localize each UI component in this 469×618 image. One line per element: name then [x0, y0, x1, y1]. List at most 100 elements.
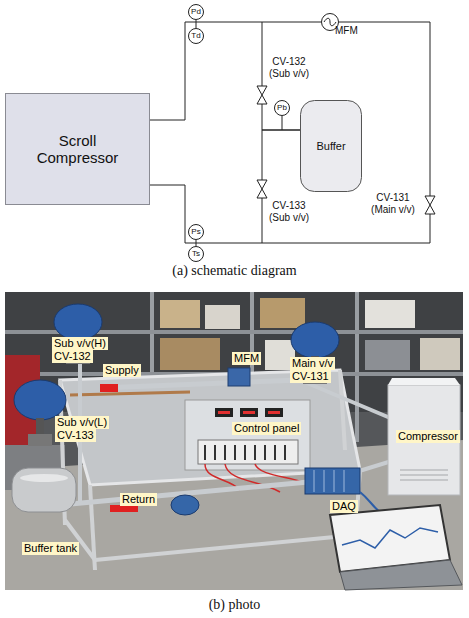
- display-digits: [218, 411, 230, 414]
- flow-meter: MFM: [321, 13, 339, 31]
- valve-symbol: CV-132 (Sub v/v): [257, 86, 267, 104]
- control-panel: [185, 400, 310, 470]
- photo-callout: CV-131: [290, 370, 331, 383]
- tank-highlight: [20, 474, 68, 482]
- figure-caption: (b) photo: [0, 596, 469, 614]
- node-label: Ts: [192, 249, 200, 259]
- compressor-box: Scroll Compressor: [5, 93, 150, 205]
- photo-callout: MFM: [232, 352, 261, 365]
- copper-pipe: [70, 392, 190, 395]
- circle-outline: [189, 5, 204, 20]
- buffer-tank: Buffer: [300, 100, 362, 192]
- supply-pipe: [300, 380, 395, 420]
- pipe-connector: [262, 104, 300, 130]
- photo-callout: Supply: [103, 364, 141, 377]
- sensor-stem: [196, 22, 197, 28]
- valve-triangle: [257, 189, 267, 198]
- sensor-stem: [196, 20, 197, 22]
- display: [265, 408, 283, 417]
- photo-callout: Control panel: [232, 422, 301, 435]
- compressor-unit: [388, 385, 460, 495]
- photo-callout: Main v/v: [290, 357, 335, 370]
- sensor-circle: Td: [188, 28, 204, 44]
- node-label: CV-132 (Sub v/v): [263, 56, 315, 80]
- sensor-circle: Ps: [188, 224, 204, 240]
- node-label: Pb: [277, 103, 287, 113]
- node-outline: [257, 180, 267, 198]
- supply-marker: [100, 384, 118, 392]
- return-filter: [171, 495, 199, 515]
- node-label: MFM: [335, 25, 375, 37]
- photo-callout: Return: [120, 493, 157, 506]
- photo-background: [5, 292, 463, 590]
- circle-outline: [189, 29, 204, 44]
- photo-callout: DAQ: [330, 500, 358, 513]
- sensor-stem: [196, 240, 197, 243]
- circle-outline: [275, 101, 290, 116]
- node-label: Buffer: [316, 140, 345, 153]
- display: [215, 408, 233, 417]
- cable: [360, 492, 380, 512]
- storage-box: [160, 338, 220, 370]
- supply-pipe: [100, 380, 300, 388]
- circle-outline: [189, 225, 204, 240]
- valve-triangle: [425, 205, 435, 214]
- sensor-circle: Pd: [188, 4, 204, 20]
- daq-slots: [314, 470, 344, 492]
- photo-callout: Sub v/v(L): [55, 416, 109, 429]
- storage-box: [365, 340, 410, 370]
- compressor-top: [388, 378, 460, 385]
- return-marker: [110, 505, 138, 512]
- pipe-connector: [262, 130, 300, 180]
- terminals: [205, 445, 285, 460]
- display-digits: [268, 411, 280, 414]
- valve-triangle: [257, 180, 267, 189]
- terminal-block: [198, 440, 298, 464]
- vent: [400, 470, 448, 480]
- valve-symbol: CV-133 (Sub v/v): [257, 180, 267, 198]
- pipe-connector: [150, 185, 430, 243]
- photo-callout: Sub v/v(H): [52, 337, 108, 350]
- display: [240, 408, 258, 417]
- meter-symbol: [324, 18, 336, 26]
- valve-triangle: [257, 95, 267, 104]
- storage-box: [420, 338, 460, 370]
- valve-body: [28, 434, 52, 446]
- photo-callout: CV-132: [52, 350, 93, 363]
- screen-graph: [342, 528, 438, 548]
- node-label: Ps: [191, 227, 200, 237]
- valve-actuator: [14, 380, 66, 420]
- valve-symbol: CV-131 (Main v/v): [425, 196, 435, 214]
- figure-caption: (a) schematic diagram: [0, 262, 469, 280]
- photo-callout: Compressor: [396, 430, 460, 443]
- node-label: Scroll Compressor: [32, 132, 124, 166]
- node-outline: [425, 196, 435, 214]
- frame-rail: [95, 535, 355, 560]
- shelf-post: [355, 292, 359, 442]
- node-label: Td: [191, 31, 200, 41]
- laptop-base: [340, 560, 462, 590]
- storage-box: [160, 300, 200, 328]
- node-outline: [257, 86, 267, 104]
- valve-triangle: [425, 196, 435, 205]
- buffer-tank: [12, 468, 76, 512]
- valve-stem: [36, 418, 44, 436]
- valve-actuator: [291, 322, 339, 358]
- storage-box: [365, 300, 415, 328]
- daq-module: [305, 468, 360, 494]
- mass-flow-meter: [228, 368, 250, 386]
- photo-callout: Buffer tank: [22, 542, 79, 555]
- sensor-circle: Ts: [188, 246, 204, 262]
- display-digits: [243, 411, 255, 414]
- frame-leg: [340, 370, 345, 450]
- node-label: Pd: [191, 7, 201, 17]
- sensor-stem: [196, 243, 197, 246]
- valve-actuator: [54, 304, 102, 340]
- box-outline: [6, 94, 150, 205]
- sensor-stem: [282, 116, 283, 130]
- sensor-circle: Pb: [274, 100, 290, 116]
- node-label: CV-133 (Sub v/v): [263, 200, 315, 224]
